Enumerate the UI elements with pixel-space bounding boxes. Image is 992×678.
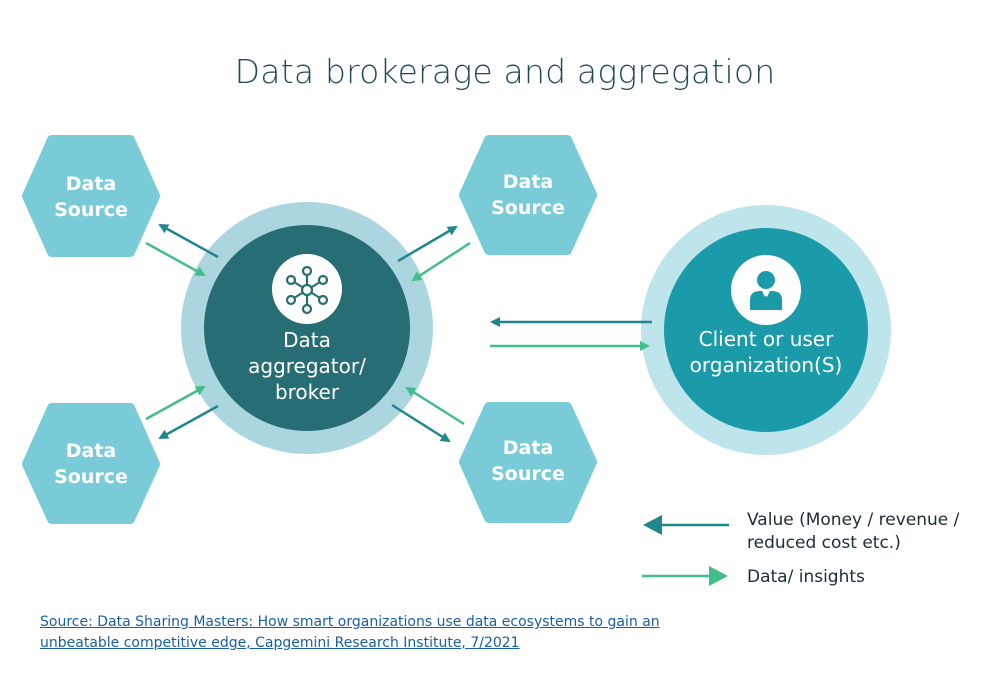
hexagon-shape	[22, 135, 160, 257]
data-arrow-bottom-right	[405, 386, 465, 426]
aggregator-inner-circle	[204, 225, 410, 431]
client-label-line1: Client or user	[699, 327, 834, 351]
legend-value-arrowhead	[643, 515, 662, 535]
legend-value-label-line2: reduced cost etc.)	[747, 533, 901, 553]
aggregator-node: Data aggregator/ broker	[181, 202, 433, 454]
source-citation-link[interactable]: Source: Data Sharing Masters: How smart …	[40, 612, 660, 654]
hexagon-shape	[22, 403, 160, 524]
data-source-label: Source	[54, 199, 128, 221]
data-source-label: Source	[491, 197, 565, 219]
aggregator-label-line3: broker	[275, 380, 340, 404]
legend	[642, 515, 729, 586]
user-person-icon	[750, 271, 782, 310]
aggregator-label-line1: Data	[283, 328, 331, 352]
data-source-label: Source	[491, 463, 565, 485]
value-arrow-bottom-right	[391, 403, 451, 443]
data-source-node-bottom-right: Data Source	[459, 402, 597, 523]
data-source-node-top-right: Data Source	[459, 135, 597, 255]
client-node: Client or user organization(S)	[641, 205, 891, 455]
value-arrow-bottom-left	[158, 404, 219, 440]
aggregator-label-line2: aggregator/	[248, 354, 366, 378]
value-arrow-top-right	[397, 225, 458, 263]
data-source-label: Data	[503, 437, 554, 459]
diagram-title: Data brokerage and aggregation	[234, 52, 776, 91]
source-line2[interactable]: unbeatable competitive edge, Capgemini R…	[40, 635, 520, 651]
network-hub-icon	[285, 265, 329, 315]
legend-data-arrowhead	[709, 566, 728, 586]
data-arrow-top-left	[145, 241, 206, 277]
data-arrow-top-right	[411, 241, 471, 282]
data-source-label: Source	[54, 466, 128, 488]
data-source-label: Data	[66, 173, 117, 195]
legend-data-label: Data/ insights	[747, 567, 865, 587]
hexagon-shape	[459, 135, 597, 255]
client-icon-background	[731, 255, 801, 325]
legend-value-label: Value (Money / revenue / reduced cost et…	[747, 509, 959, 555]
client-inner-circle	[664, 228, 868, 432]
value-arrow-top-left	[158, 223, 219, 259]
data-source-label: Data	[66, 440, 117, 462]
data-source-label: Data	[503, 171, 554, 193]
data-source-node-top-left: Data Source	[22, 135, 160, 257]
client-label-line2: organization(S)	[690, 353, 843, 377]
legend-value-label-line1: Value (Money / revenue /	[747, 510, 960, 530]
hexagon-shape	[459, 402, 597, 523]
data-source-node-bottom-left: Data Source	[22, 403, 160, 524]
source-line1[interactable]: Source: Data Sharing Masters: How smart …	[40, 614, 660, 630]
data-arrow-bottom-left	[145, 385, 206, 421]
